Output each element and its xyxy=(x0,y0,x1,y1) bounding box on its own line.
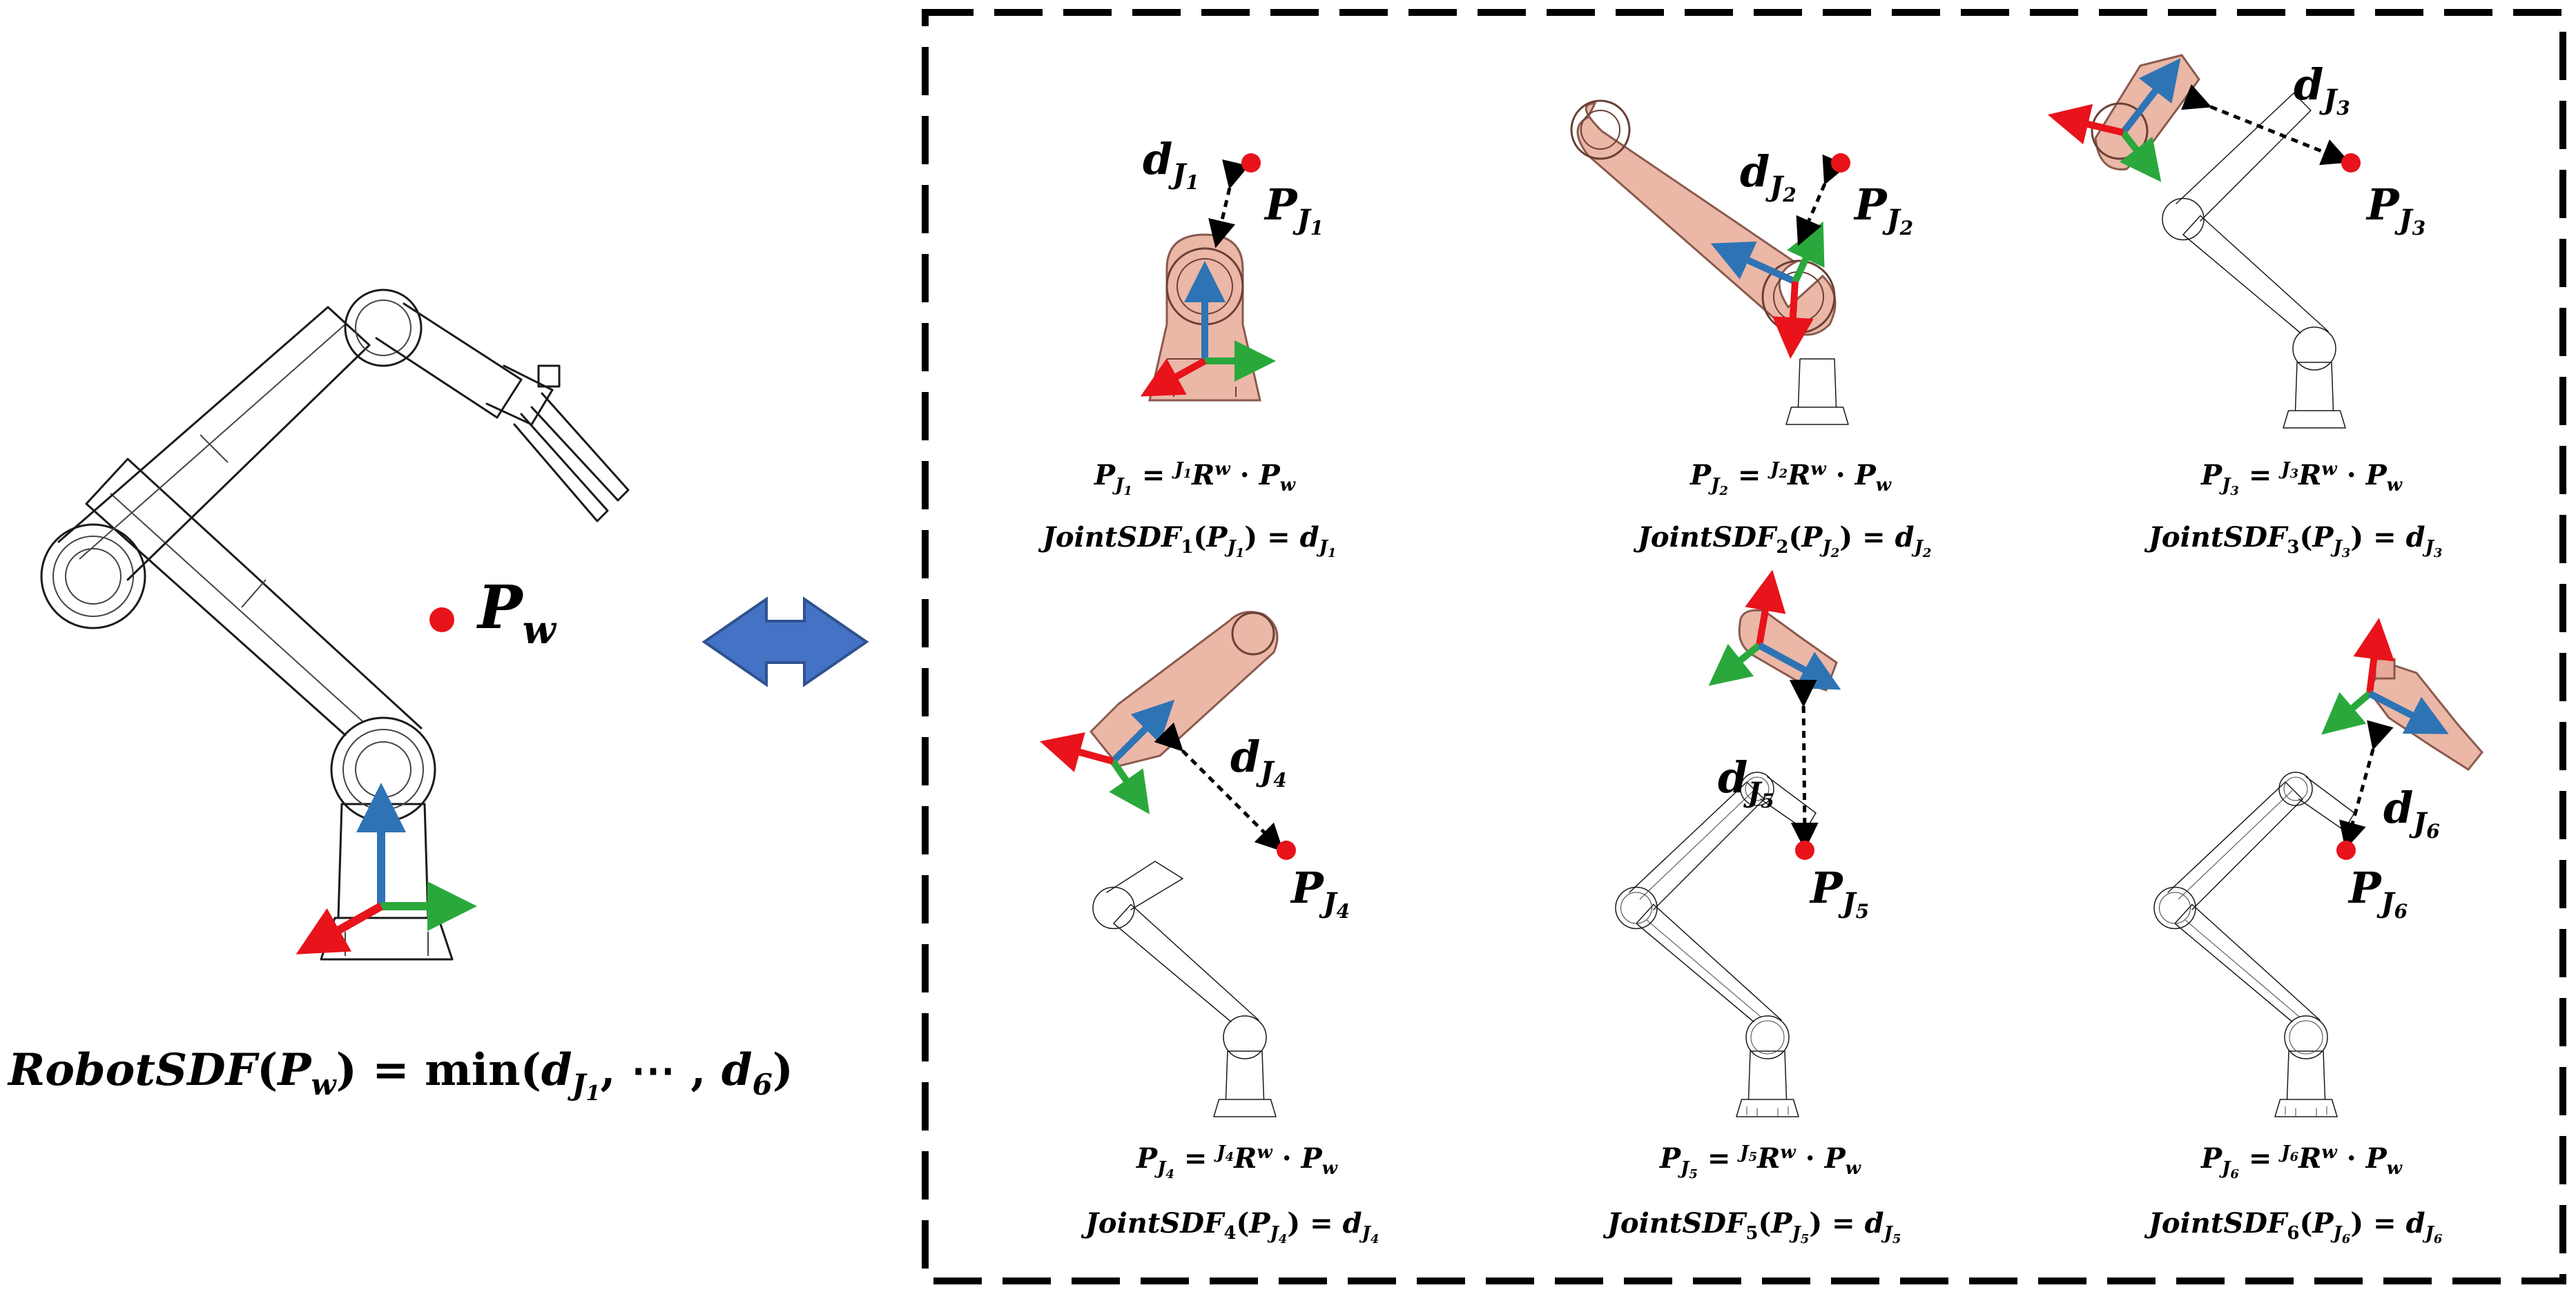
world-point-label: Pw xyxy=(476,573,557,653)
joint-3-point-label: PJ3 xyxy=(2365,179,2425,239)
joint-6-sdf-eq: JointSDF6(PJ6) = dJ6 xyxy=(2144,1207,2443,1246)
joint-1-distance-label: dJ1 xyxy=(1143,134,1199,194)
joint-6-distance-label: dJ6 xyxy=(2383,783,2440,843)
left-base-axes xyxy=(296,783,477,955)
joint-6-transform-eq: PJ6 = J6Rw · Pw xyxy=(2200,1142,2403,1182)
joint-5-point xyxy=(1795,841,1814,860)
joint-1-distance-line xyxy=(1208,159,1250,248)
panel-joint-3: dJ3 PJ3 PJ3 = J3Rw · Pw JointSDF3(PJ3) =… xyxy=(2047,54,2442,560)
panel-joint-6: dJ6 PJ6 PJ6 = J6Rw · Pw JointSDF6(PJ6) =… xyxy=(2144,618,2483,1246)
panel-joint-2: dJ2 PJ2 PJ2 = J2Rw · Pw JointSDF2(PJ2) =… xyxy=(1570,99,1931,560)
joint-2-point-label: PJ2 xyxy=(1853,179,1913,239)
joint-2-sdf-eq: JointSDF2(PJ2) = dJ2 xyxy=(1633,521,1931,560)
joint-2-transform-eq: PJ2 = J2Rw · Pw xyxy=(1689,459,1892,498)
joint-5-distance-label: dJ5 xyxy=(1718,752,1774,812)
joint-1-point xyxy=(1241,153,1261,173)
joint-6-point-label: PJ6 xyxy=(2347,863,2408,923)
joint-4-point xyxy=(1277,841,1296,860)
joint-5-robot-outline xyxy=(1615,772,1817,1117)
joint-4-axes xyxy=(1040,699,1175,814)
joint-4-point-label: PJ4 xyxy=(1290,863,1350,923)
panel-joint-4: dJ4 PJ4 PJ4 = J4Rw · Pw JointSDF4(PJ4) =… xyxy=(1040,611,1379,1246)
joint-2-distance-line xyxy=(1796,154,1848,246)
joint-4-transform-eq: PJ4 = J4Rw · Pw xyxy=(1136,1142,1339,1182)
world-point xyxy=(429,607,454,632)
joint-3-robot-outline xyxy=(2162,92,2346,429)
joint-6-highlight xyxy=(2367,658,2483,771)
joint-4-distance-label: dJ4 xyxy=(1230,732,1287,792)
joint-1-transform-eq: PJ1 = J1Rw · Pw xyxy=(1094,459,1297,498)
joint-panels-frame xyxy=(922,9,2566,1284)
joint-3-sdf-eq: JointSDF3(PJ3) = dJ3 xyxy=(2144,521,2442,560)
panel-joint-5: dJ5 PJ5 PJ5 = J5Rw · Pw JointSDF5(PJ5) =… xyxy=(1602,569,1901,1246)
joint-5-distance-line xyxy=(1789,679,1819,850)
joint-6-robot-outline xyxy=(2153,772,2355,1117)
joint-6-axes xyxy=(2321,618,2449,735)
joint-2-axes xyxy=(1710,221,1825,359)
equivalence-arrow xyxy=(701,596,869,687)
joint-1-point-label: PJ1 xyxy=(1263,179,1324,239)
joint-5-transform-eq: PJ5 = J5Rw · Pw xyxy=(1659,1142,1862,1182)
joint-4-sdf-eq: JointSDF4(PJ4) = dJ4 xyxy=(1081,1207,1379,1246)
joint-5-point-label: PJ5 xyxy=(1809,863,1869,923)
joint-3-transform-eq: PJ3 = J3Rw · Pw xyxy=(2200,459,2403,498)
joint-1-axes xyxy=(1140,261,1276,397)
joint-2-point xyxy=(1831,153,1850,173)
joint-3-point xyxy=(2341,153,2361,173)
joint-3-highlight xyxy=(2091,54,2200,170)
joint-6-distance-line xyxy=(2339,720,2394,850)
joint-5-sdf-eq: JointSDF5(PJ5) = dJ5 xyxy=(1602,1207,1901,1246)
joint-3-axes xyxy=(2047,58,2181,182)
panel-joint-1: dJ1 PJ1 PJ1 = J1Rw · Pw JointSDF1(PJ1) =… xyxy=(1038,134,1336,560)
joint-2-distance-label: dJ2 xyxy=(1740,146,1797,206)
joint-1-sdf-eq: JointSDF1(PJ1) = dJ1 xyxy=(1038,521,1336,560)
joint-5-axes xyxy=(1708,569,1841,690)
joint-6-point xyxy=(2336,841,2356,860)
joint-4-robot-outline xyxy=(1092,861,1277,1117)
robot-sdf-formula: RobotSDF(Pw) = min(dJ1, ⋯ , d6) xyxy=(7,1044,793,1106)
joint-2-robot-outline xyxy=(1785,358,1849,425)
joint-3-distance-label: dJ3 xyxy=(2294,59,2350,119)
joint-4-distance-line xyxy=(1154,722,1284,852)
joint-3-distance-line xyxy=(2181,84,2350,166)
